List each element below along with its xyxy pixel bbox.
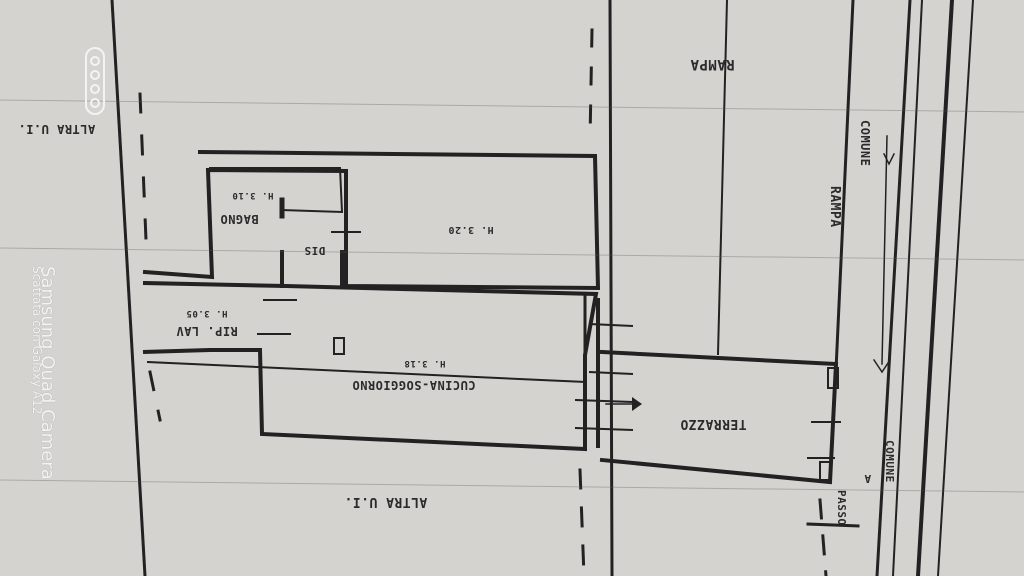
ramp-label: RAMPA xyxy=(690,56,735,72)
common-ramp-label: RAMPA xyxy=(827,186,842,228)
bathroom-label: BAGNO xyxy=(220,212,259,226)
kitchen-height-label: H. 3.18 xyxy=(404,358,446,368)
passage-common-label: COMUNE xyxy=(883,440,896,483)
other-unit-label: ALTRA U.I. xyxy=(344,494,428,509)
bathroom-height-label: H. 3.10 xyxy=(232,190,274,200)
room-height-label: H. 3.20 xyxy=(448,224,494,235)
passage-to-label: A xyxy=(864,472,872,485)
common-label: COMUNE xyxy=(858,120,872,167)
kitchen-label: CUCINA-SOGGIORNO xyxy=(352,378,476,392)
watermark-subtitle: Scattata con Galaxy A12 xyxy=(30,266,44,415)
utility-label: RIP. LAV xyxy=(176,324,238,338)
disimpegno-label: DIS xyxy=(304,244,326,257)
utility-height-label: H. 3.05 xyxy=(186,308,228,318)
passage-label: PASSO xyxy=(835,490,848,526)
camera-watermark: Samsung Quad Camera Scattata con Galaxy … xyxy=(30,42,105,480)
four-circles-camera-icon xyxy=(85,47,105,115)
terrace-label: TERRAZZO xyxy=(680,416,747,431)
